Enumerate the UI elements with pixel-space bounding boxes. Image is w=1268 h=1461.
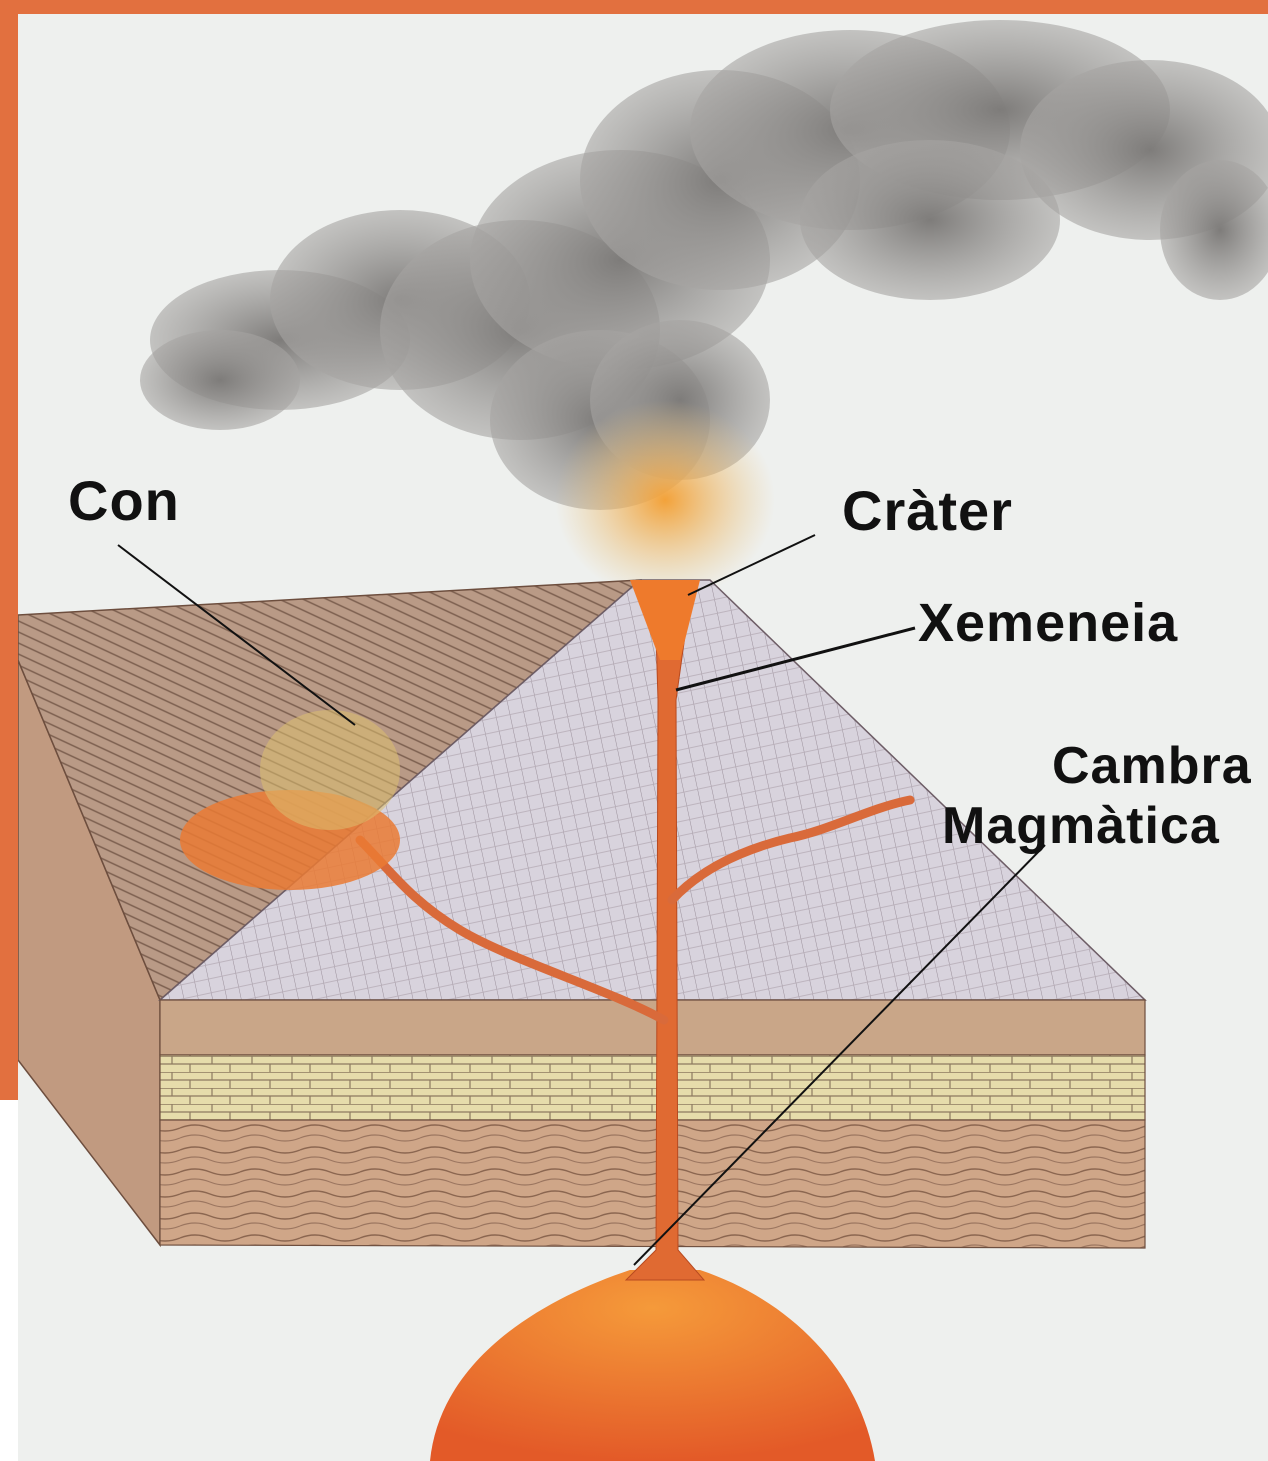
orange-frame-top (0, 0, 1268, 14)
label-crater: Cràter (842, 478, 1013, 543)
label-cambra: Cambra (1052, 736, 1252, 796)
orange-frame-left (0, 0, 18, 1100)
label-con: Con (68, 468, 180, 533)
label-magmatica: Magmàtica (942, 796, 1220, 856)
earth-layer-lower (160, 1120, 1145, 1248)
earth-layer-upper (160, 1000, 1145, 1055)
parasitic-eruption-glow (260, 710, 400, 830)
label-xemeneia: Xemeneia (918, 592, 1178, 654)
limestone-layer (160, 1055, 1145, 1120)
